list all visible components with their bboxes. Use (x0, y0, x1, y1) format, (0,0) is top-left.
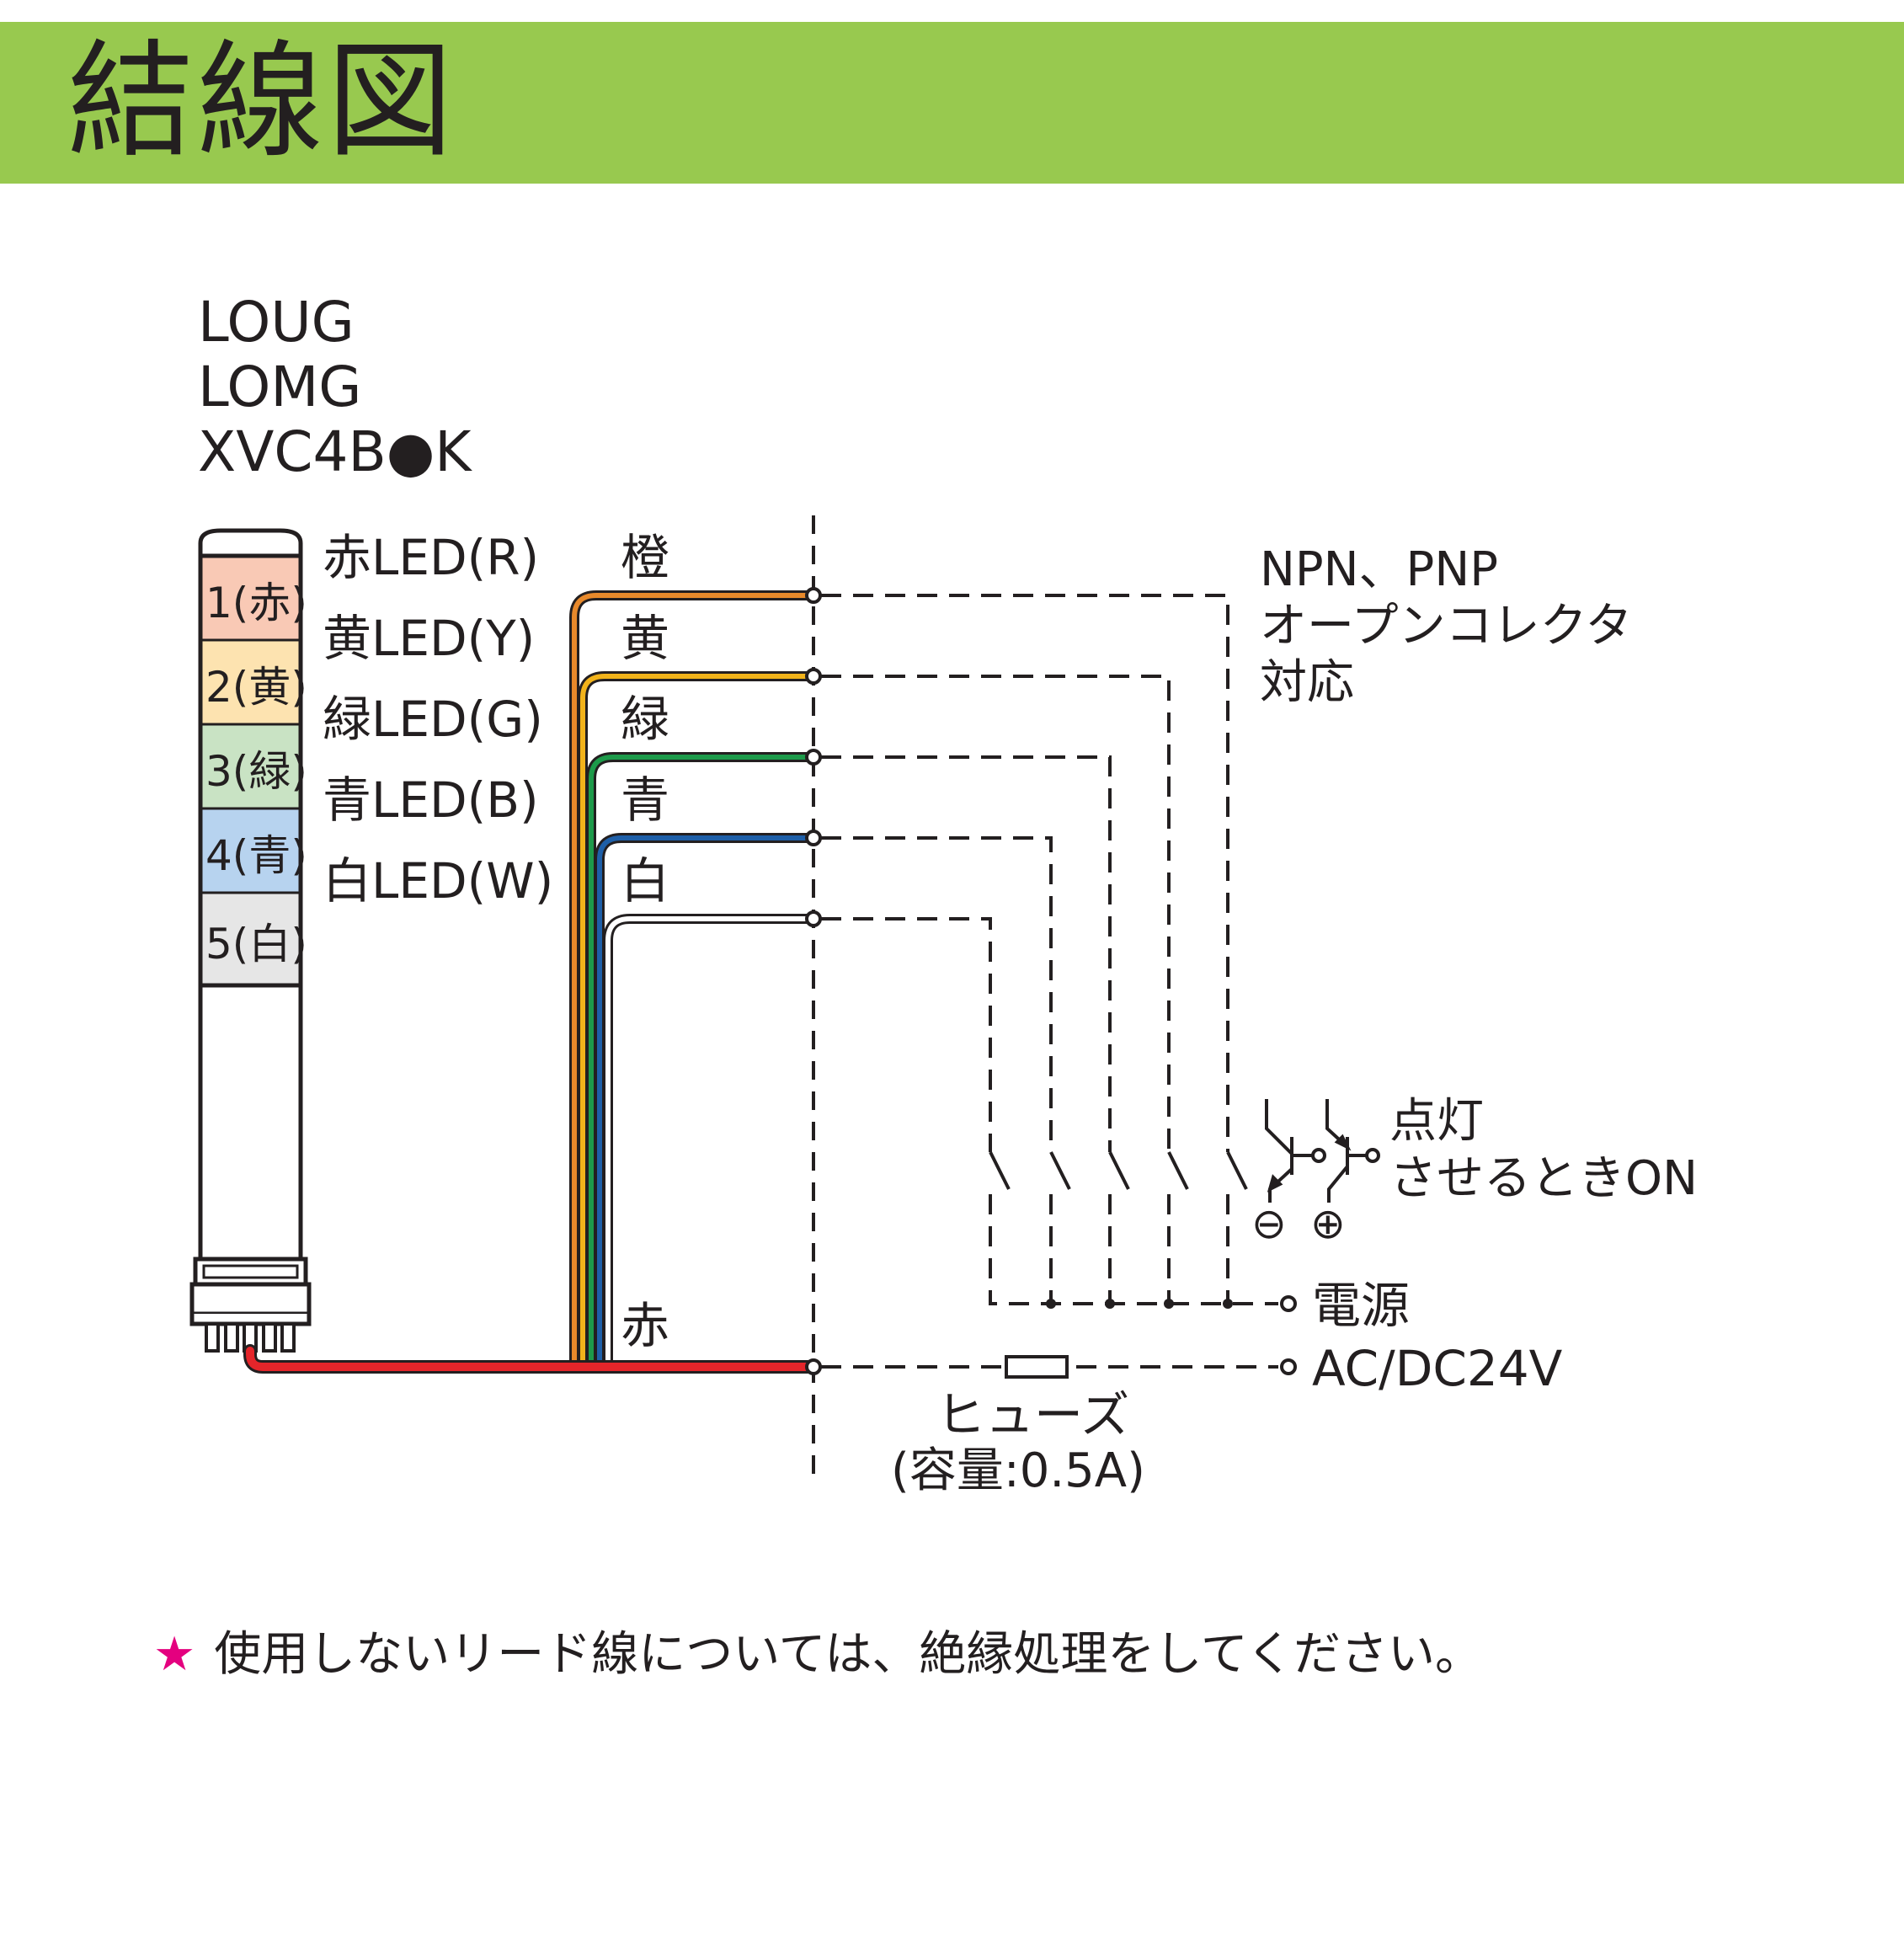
tier-label-2: 2(黄) (205, 663, 307, 712)
power-terminal-2 (1280, 1358, 1297, 1375)
tower-cap (198, 528, 303, 558)
wire-yellow (580, 674, 816, 1363)
fuse-symbol (1005, 1355, 1069, 1379)
power-label: 電源 (1312, 1277, 1410, 1334)
wire-label-red: 赤 (621, 1297, 669, 1354)
led-label-red: 赤LED(R) (323, 529, 539, 586)
led-label-white: 白LED(W) (323, 852, 553, 910)
model-name-1: LOUG (198, 290, 355, 355)
dash-yellow (821, 675, 1171, 1152)
footnote-text: 使用しないリード線については、絶縁処理をしてください。 (214, 1627, 1483, 1682)
dash-white (821, 917, 992, 1152)
tier-label-3: 3(緑) (205, 747, 307, 796)
led-label-green: 緑LED(G) (323, 691, 543, 748)
switch-orange (1226, 1151, 1248, 1190)
terminal-red (805, 1358, 822, 1375)
terminal-pin-4 (262, 1322, 277, 1353)
power-spec: AC/DC24V (1312, 1340, 1563, 1397)
tier-label-5: 5(白) (205, 920, 307, 968)
open-collector-note-3: 対応 (1260, 655, 1354, 710)
wire-green (589, 755, 816, 1363)
open-collector-note-2: オープンコレクタ (1260, 599, 1632, 654)
tier-label-1: 1(赤) (205, 579, 307, 627)
open-collector-note-1: NPN、PNP (1260, 542, 1498, 597)
lighting-note-2: させるときON (1389, 1151, 1698, 1206)
wire-label-white: 白 (621, 852, 669, 910)
switches (989, 1151, 1248, 1190)
fuse-label: ヒューズ (936, 1386, 1129, 1443)
terminal-points (805, 587, 822, 1375)
dash-common (989, 1194, 1278, 1305)
switch-yellow (1167, 1151, 1189, 1190)
tower-pole (198, 983, 303, 1262)
switch-blue (1049, 1151, 1071, 1190)
dash-orange (821, 594, 1229, 1152)
signal-tower: 1(赤) 2(黄) 3(緑) 4(青) 5(白) (189, 528, 312, 1353)
junction-dots (1046, 1299, 1233, 1309)
tower-base-ring-inner (202, 1264, 299, 1279)
title-banner: 結線図 (0, 22, 1904, 184)
page-title: 結線図 (67, 29, 457, 175)
model-name-3: XVC4B●K (198, 419, 472, 484)
wire-yellow-outline (578, 671, 819, 1365)
minus-terminal-icon: ⊖ (1251, 1199, 1287, 1248)
footnote: ★ 使用しないリード線については、絶縁処理をしてください。 (153, 1625, 1482, 1684)
wire-blue (597, 835, 816, 1363)
tier-5 (199, 891, 302, 987)
led-label-blue: 青LED(B) (323, 771, 539, 829)
switch-green (1108, 1151, 1130, 1190)
fuse-capacity: (容量:0.5A) (891, 1443, 1145, 1498)
terminal-pin-2 (224, 1322, 239, 1353)
npn-transistor-symbol (1265, 1099, 1326, 1203)
tower-base-ring (193, 1257, 308, 1287)
model-name-2: LOMG (198, 355, 361, 419)
wire-label-green: 緑 (621, 691, 669, 748)
terminal-pin-5 (280, 1322, 296, 1353)
wire-green-outline (586, 752, 819, 1365)
tower-base (189, 1282, 312, 1316)
terminal-blue (805, 830, 822, 846)
power-terminal-1 (1280, 1295, 1297, 1312)
wire-label-blue: 青 (621, 771, 669, 829)
star-icon: ★ (153, 1627, 196, 1682)
terminal-green (805, 749, 822, 766)
junction-2 (1105, 1299, 1115, 1309)
led-label-yellow: 黄LED(Y) (323, 610, 535, 667)
terminal-yellow (805, 668, 822, 685)
dash-green (821, 755, 1112, 1152)
wire-orange (572, 593, 816, 1363)
wire-white-outline (603, 914, 819, 1365)
plus-terminal-icon: ⊕ (1310, 1199, 1346, 1248)
junction-3 (1164, 1299, 1174, 1309)
wire-red (246, 1347, 818, 1371)
junction-1 (1046, 1299, 1056, 1309)
tier-label-4: 4(青) (205, 831, 307, 880)
wire-white (605, 916, 816, 1363)
wire-label-yellow: 黄 (621, 610, 669, 667)
lighting-note-1: 点灯 (1389, 1094, 1484, 1149)
dash-blue (821, 836, 1053, 1152)
external-wiring (821, 594, 1278, 1369)
switch-white (989, 1151, 1011, 1190)
terminal-pin-1 (205, 1322, 220, 1353)
wire-label-orange: 橙 (621, 529, 669, 586)
junction-4 (1223, 1299, 1233, 1309)
pnp-transistor-symbol (1325, 1099, 1380, 1203)
terminal-orange (805, 587, 822, 604)
lead-wires (243, 590, 820, 1374)
terminal-white (805, 910, 822, 927)
